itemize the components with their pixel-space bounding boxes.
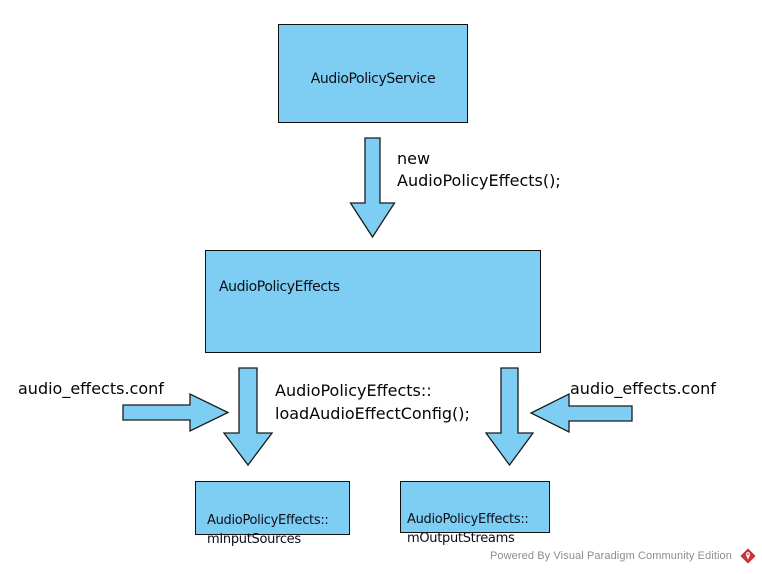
footer: Powered By Visual Paradigm Community Edi… <box>490 547 756 565</box>
visual-paradigm-logo-icon <box>740 548 756 564</box>
footer-credit: Powered By Visual Paradigm Community Edi… <box>489 550 732 562</box>
right-arrow-conf-icon <box>122 392 230 433</box>
label-load-audio-effect-config: AudioPolicyEffects:: loadAudioEffectConf… <box>275 381 470 423</box>
box-audio-policy-service-label: AudioPolicyService <box>310 71 436 87</box>
label-audio-effects-conf-left: audio_effects.conf <box>18 379 164 398</box>
box-audio-policy-service: AudioPolicyService <box>278 24 468 123</box>
box-minput-sources-label: AudioPolicyEffects:: mInputSources <box>207 513 329 547</box>
box-audio-policy-effects-label: AudioPolicyEffects <box>219 279 340 295</box>
left-arrow-conf-icon <box>529 392 633 434</box>
box-moutput-streams: AudioPolicyEffects:: mOutputStreams <box>400 481 550 546</box>
label-audio-effects-conf-right: audio_effects.conf <box>570 379 716 398</box>
box-audio-policy-effects: AudioPolicyEffects <box>205 250 541 353</box>
down-arrow-output-streams-icon <box>484 367 535 467</box>
box-moutput-streams-label: AudioPolicyEffects:: mOutputStreams <box>407 512 529 546</box>
down-arrow-input-sources-icon <box>222 367 274 467</box>
box-minput-sources: AudioPolicyEffects:: mInputSources <box>195 481 350 547</box>
label-new-audiopolicyeffects: new AudioPolicyEffects(); <box>397 149 561 190</box>
down-arrow-new-icon <box>349 137 396 239</box>
